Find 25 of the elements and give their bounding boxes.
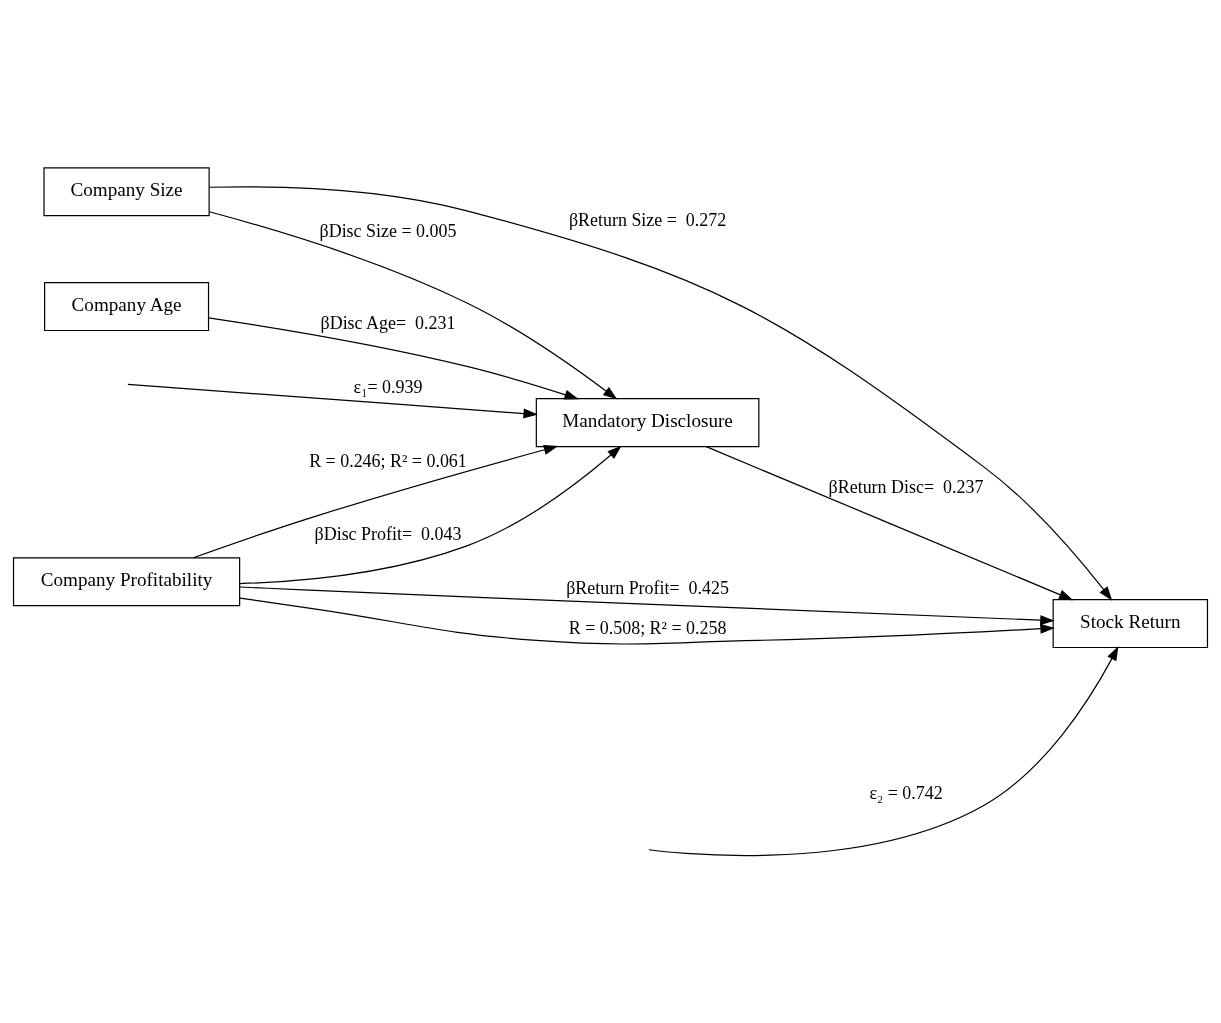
arrow [127,383,538,419]
arrow [207,316,579,399]
node-box: Company Age [44,281,210,331]
edge-label: βReturn Disc= 0.237 [828,476,984,497]
edge-label: ε₁= 0.939 [353,376,423,397]
arrow [208,210,618,400]
edge-label: βDisc Size = 0.005 [319,220,457,241]
arrow [239,596,1055,645]
edge-label: R = 0.246; R² = 0.061 [309,450,467,471]
edge-label: βReturn Profit= 0.425 [566,577,729,598]
edge-label: βReturn Size = 0.272 [568,209,727,230]
edge-label: βDisc Profit= 0.043 [314,523,462,544]
arrow [192,444,559,558]
arrow [705,445,1074,600]
arrow [648,645,1119,856]
arrow [239,445,622,584]
edge-label: R = 0.508; R² = 0.258 [568,617,727,638]
node-box: Mandatory Disclosure [535,397,760,447]
edge-label: ε₂ = 0.742 [869,782,943,803]
node-box: Company Size [43,166,210,216]
node-box: Company Profitability [12,556,241,606]
arrow [239,585,1055,625]
node-box: Stock Return [1052,598,1209,648]
edge-label: βDisc Age= 0.231 [320,312,456,333]
arrow [208,185,1113,601]
